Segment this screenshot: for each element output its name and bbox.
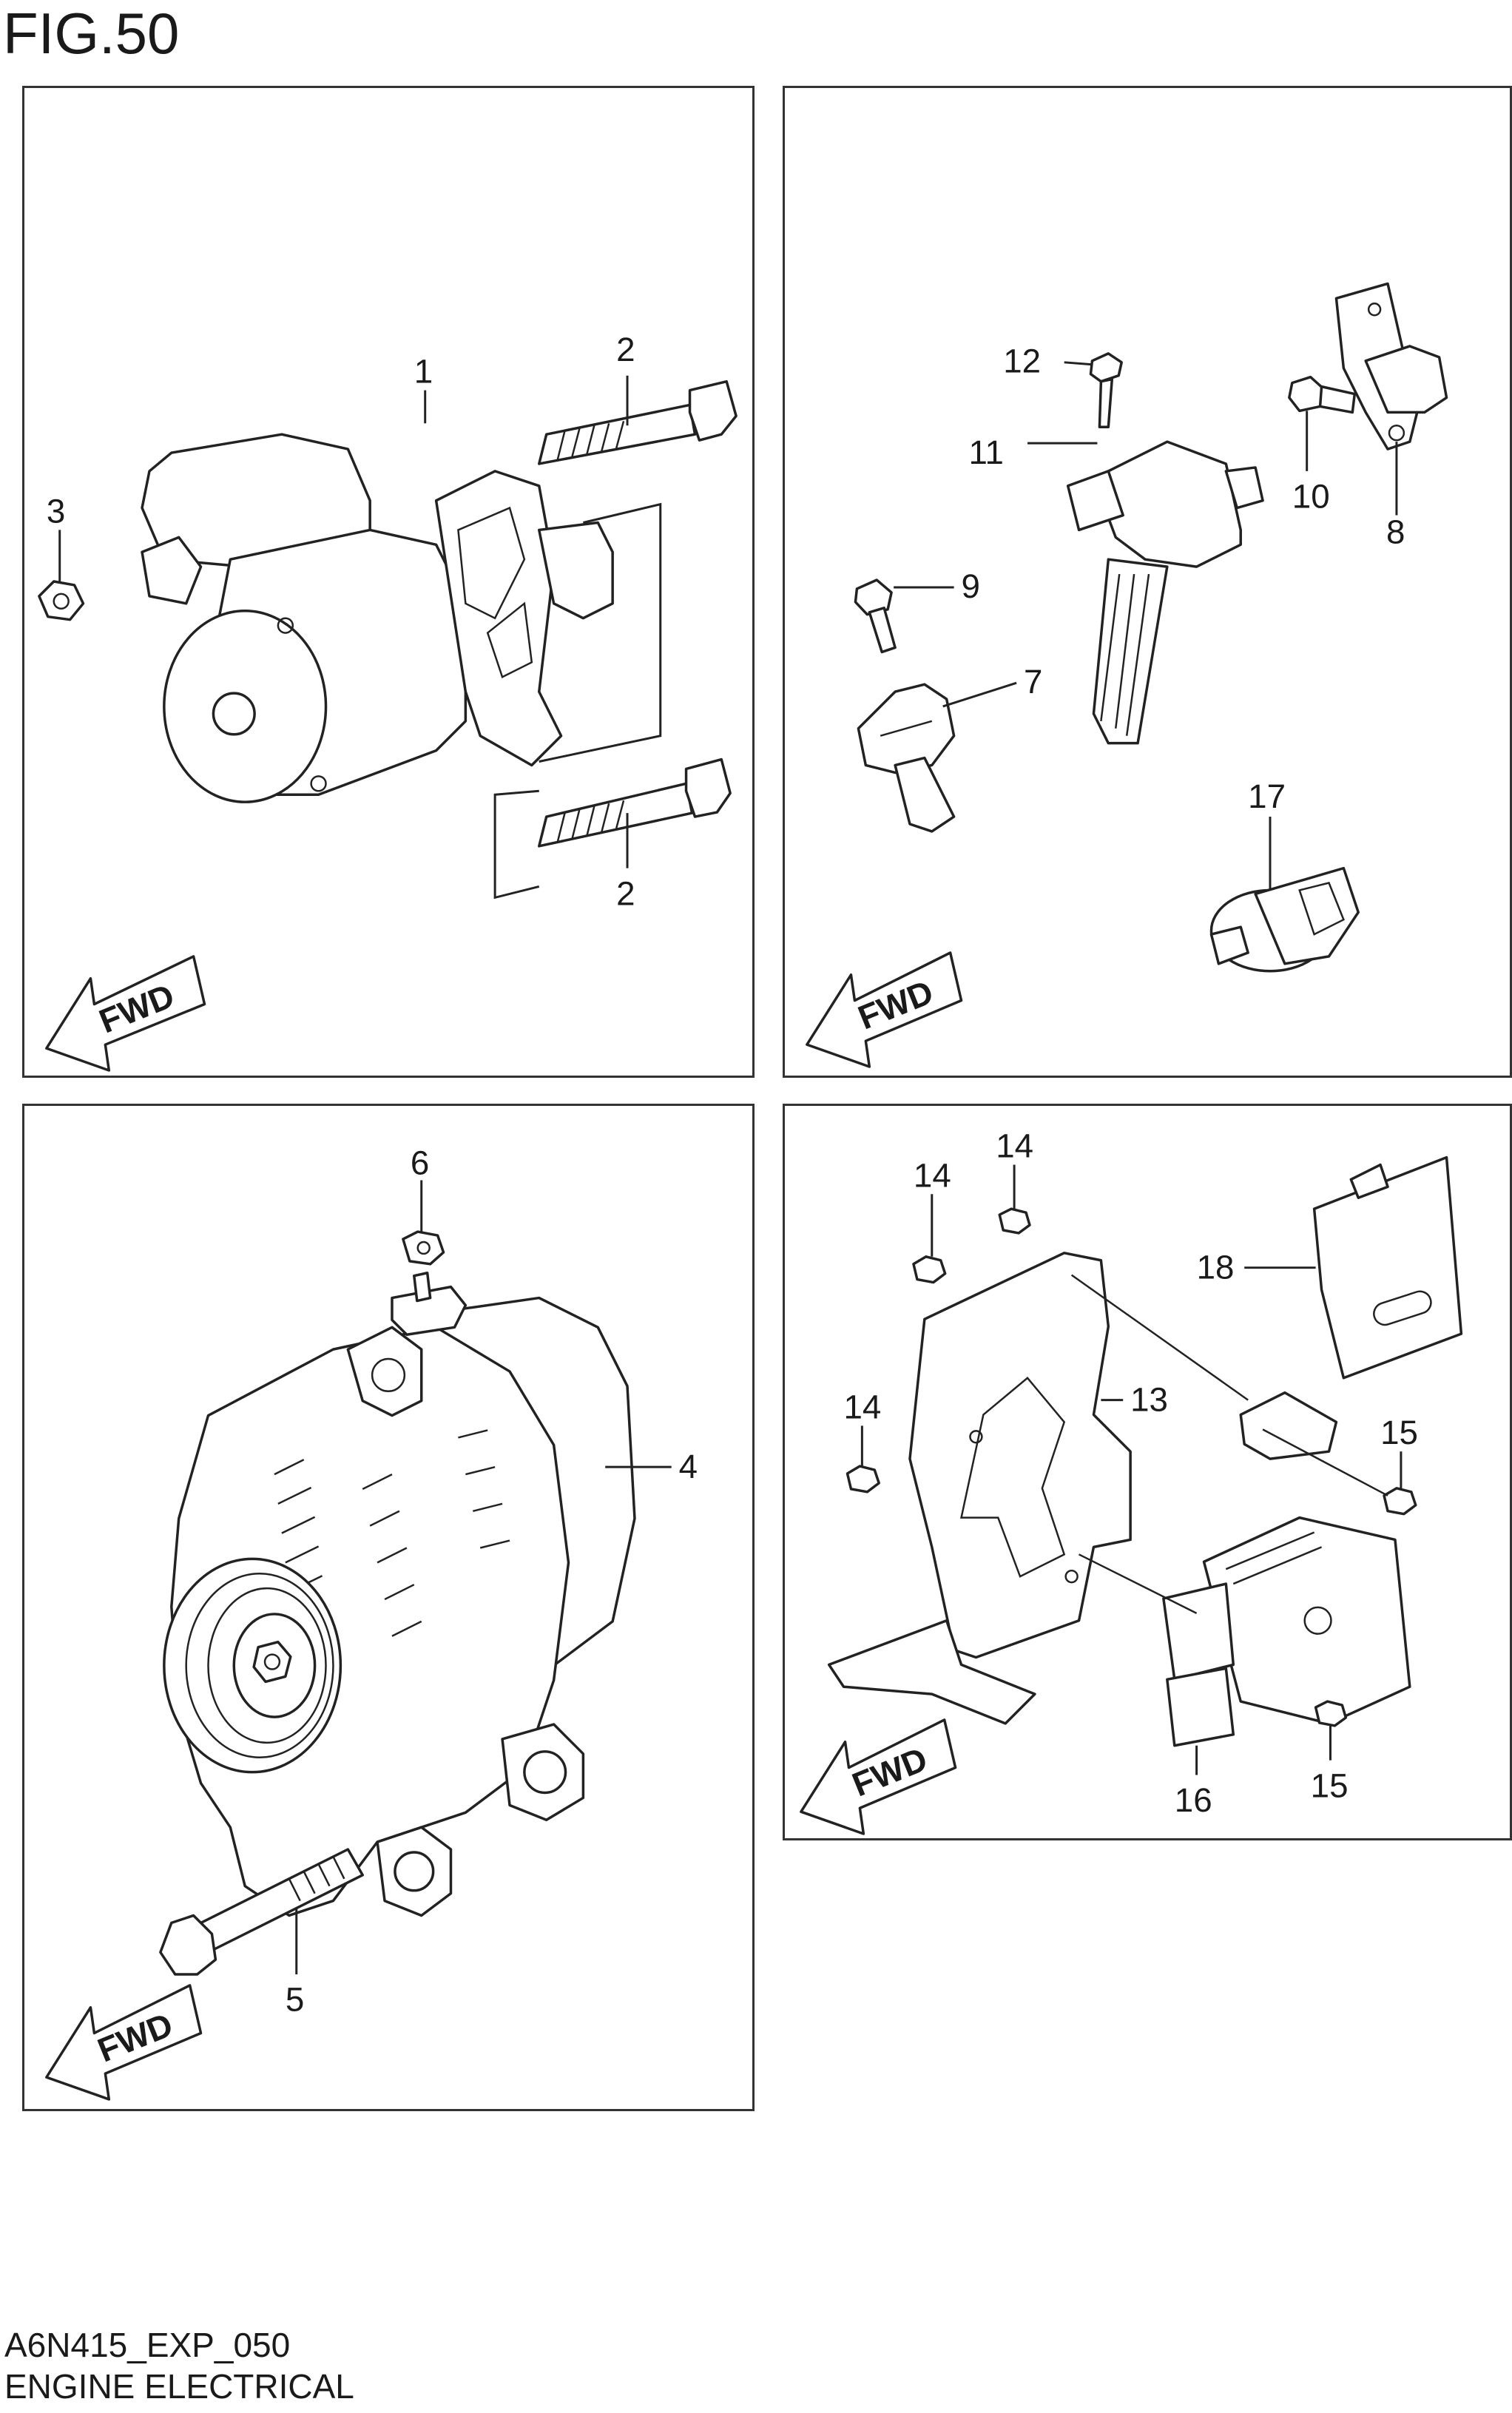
label-part-8: 8 (1386, 513, 1405, 550)
bolt-part-9 (854, 578, 897, 654)
alternator-drawing: 6 4 5 FWD (45, 1144, 698, 2101)
ignition-coil-part-11 (1066, 440, 1264, 745)
crank-sensor-part-7 (857, 683, 956, 833)
alternator-part (163, 1272, 636, 1917)
panel-starter: 1 2 2 3 FWD (22, 86, 755, 1078)
upper-bracket (1239, 1391, 1338, 1460)
bolt-part-2-lower (538, 757, 732, 848)
panel-sensors: 12 11 9 7 10 8 17 FWD (783, 86, 1512, 1078)
ecu-part-16 (1162, 1516, 1411, 1747)
nut-part-14-a (912, 1255, 947, 1284)
nut-part-6 (402, 1230, 445, 1266)
bolt-part-5 (159, 1848, 364, 1976)
nut-part-3 (38, 580, 85, 621)
label-part-2-upper: 2 (616, 331, 635, 368)
label-part-15-a: 15 (1380, 1414, 1418, 1451)
leader-line (942, 681, 1017, 708)
label-part-10: 10 (1292, 478, 1330, 516)
nut-part-15-a (1383, 1487, 1417, 1516)
figure-title: FIG.50 (3, 1, 180, 66)
label-part-4: 4 (679, 1448, 698, 1485)
diagram-name: ENGINE ELECTRICAL (4, 2367, 354, 2406)
sensors-drawing: 12 11 9 7 10 8 17 FWD (806, 282, 1448, 1068)
label-part-16: 16 (1175, 1781, 1212, 1819)
leader-line (1064, 361, 1093, 366)
label-part-11: 11 (968, 433, 1003, 471)
bracket-line (493, 789, 540, 900)
diagram-code: A6N415_EXP_050 (4, 2326, 291, 2364)
pressure-switch-part-17 (1209, 866, 1360, 973)
panel-alternator: 6 4 5 FWD (22, 1104, 755, 2111)
label-part-1: 1 (414, 353, 433, 391)
fwd-arrow-icon: FWD (45, 955, 206, 1072)
label-part-3: 3 (47, 492, 65, 530)
bolt-part-2-upper (538, 379, 738, 465)
label-part-12: 12 (1003, 342, 1041, 380)
nut-part-15-b (1314, 1700, 1348, 1727)
label-part-5: 5 (286, 1981, 304, 2019)
label-part-15-b: 15 (1311, 1766, 1349, 1804)
label-part-17: 17 (1248, 777, 1286, 815)
cover-part-18 (1312, 1155, 1463, 1380)
fwd-arrow-icon: FWD (45, 1984, 203, 2101)
starter-drawing: 1 2 2 3 FWD (38, 331, 738, 1072)
nut-part-14-b (998, 1207, 1031, 1235)
label-part-14-b: 14 (996, 1127, 1033, 1165)
label-part-14-a: 14 (914, 1156, 951, 1194)
starter-motor-part (141, 433, 614, 803)
fwd-arrow-icon: FWD (806, 951, 963, 1068)
assembly-line (1070, 1274, 1388, 1614)
bracket-part-13 (827, 1252, 1132, 1725)
bolt-part-10 (1288, 375, 1357, 414)
label-part-9: 9 (962, 567, 980, 605)
label-part-14-c: 14 (844, 1388, 882, 1425)
ecm-drawing: 14 14 14 13 18 15 15 16 FWD (800, 1127, 1463, 1835)
label-part-18: 18 (1197, 1249, 1235, 1286)
label-part-6: 6 (411, 1144, 429, 1182)
fwd-arrow-icon: FWD (800, 1718, 957, 1835)
panel-ecm: 14 14 14 13 18 15 15 16 FWD (783, 1104, 1512, 1840)
bracket-line (539, 502, 662, 763)
bolt-part-12 (1089, 352, 1123, 429)
cam-sensor-part-8 (1334, 282, 1448, 450)
nut-part-14-c (846, 1465, 880, 1494)
label-part-7: 7 (1024, 663, 1042, 701)
label-part-2-lower: 2 (616, 874, 635, 912)
label-part-13: 13 (1130, 1381, 1168, 1419)
